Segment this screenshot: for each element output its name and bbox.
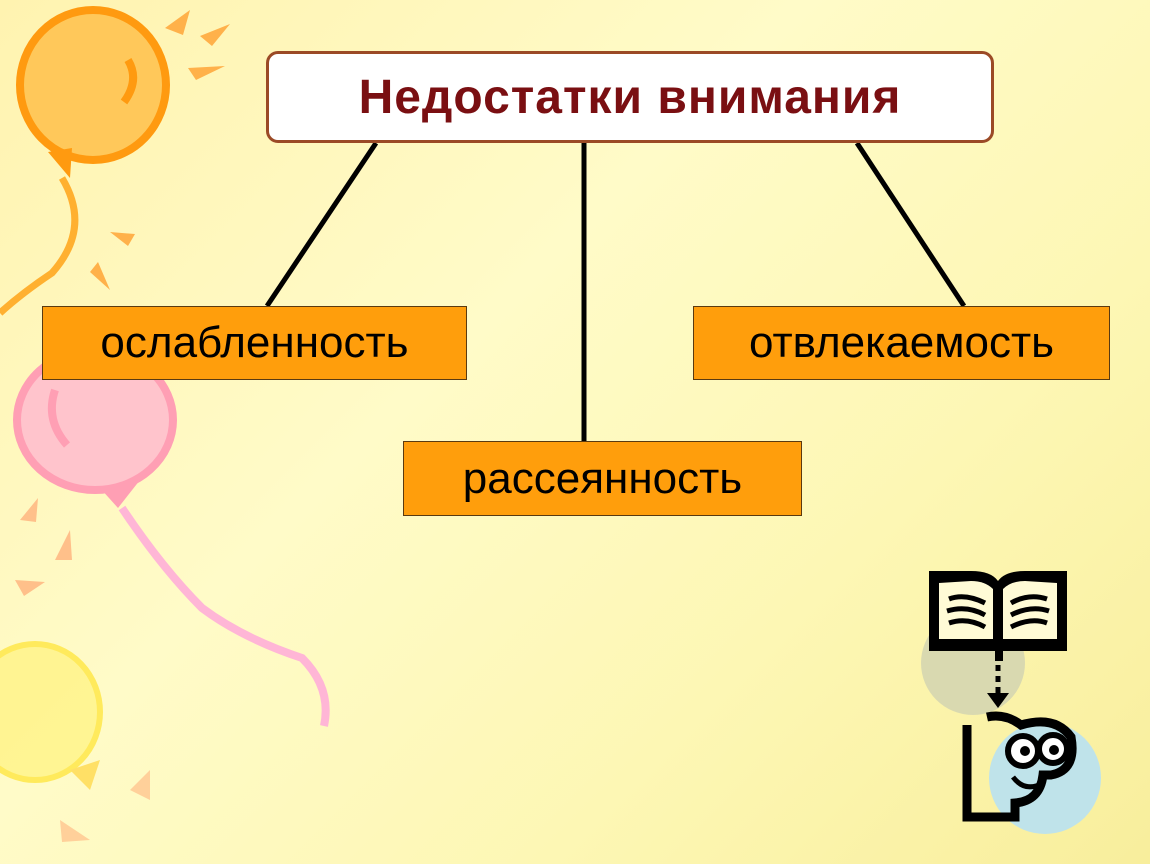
sun-rays [90, 10, 230, 290]
balloon-icon [0, 6, 170, 316]
diagram-title: Недостатки внимания [266, 51, 994, 143]
node-left: ослабленность [42, 306, 467, 380]
connector-left [264, 141, 379, 308]
face-icon [962, 711, 1077, 822]
book-icon [929, 571, 1067, 661]
connector-right [854, 141, 967, 308]
node-middle: рассеянность [403, 441, 802, 516]
balloon-icon [0, 641, 103, 790]
node-right: отвлекаемость [693, 306, 1110, 380]
book-to-head-clipart [921, 571, 1101, 834]
